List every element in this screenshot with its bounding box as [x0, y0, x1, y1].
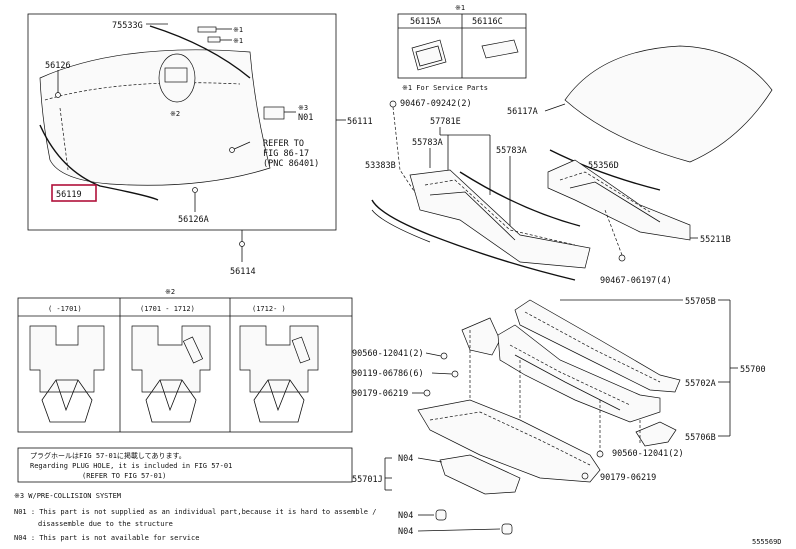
plug-hole-note-jp: プラグホールはFIG 57-01に掲載してあります。 [30, 451, 186, 460]
clip-n04-c[interactable] [501, 523, 513, 535]
highlight-56119 [51, 184, 97, 202]
document-id: 555569D [752, 538, 782, 546]
cowl-panel-55701j[interactable] [417, 399, 601, 483]
extension-n04[interactable] [439, 454, 521, 495]
bracket-variant-1[interactable] [29, 325, 105, 423]
plug-hole-note-en-1: Regarding PLUG HOLE, it is included in F… [30, 462, 232, 470]
callout-55211b[interactable]: 55211B [700, 235, 731, 245]
windshield-glass[interactable] [39, 49, 271, 186]
callout-75533g[interactable]: 75533G [112, 21, 143, 31]
refer-line-1: REFER TO [263, 139, 304, 149]
callout-90560-12041-b[interactable]: 90560-12041(2) [612, 449, 684, 459]
windshield-group-frame [27, 13, 337, 231]
callout-57781e[interactable]: 57781E [430, 117, 461, 127]
callout-56116c[interactable]: 56116C [472, 17, 503, 27]
clip-star1[interactable] [197, 26, 232, 43]
callout-55702a[interactable]: 55702A [685, 379, 716, 389]
screw-90179-06219-b[interactable] [581, 472, 589, 480]
sensor-star3[interactable] [263, 106, 296, 120]
stopper-56126a[interactable] [192, 187, 198, 193]
cowl-panel-55702a[interactable] [497, 324, 661, 423]
service-parts-box [397, 13, 527, 79]
callout-55705b[interactable]: 55705B [685, 297, 716, 307]
side-bracket-left[interactable] [461, 317, 501, 356]
refer-leader [231, 141, 251, 151]
callout-56126[interactable]: 56126 [45, 61, 71, 71]
refer-line-2[interactable]: FIG 86-17 [263, 149, 309, 159]
cowl-panel-55211b[interactable] [547, 159, 691, 241]
seal-55356d[interactable] [549, 149, 661, 191]
callout-90467-09242[interactable]: 90467-09242(2) [400, 99, 472, 109]
bracket-variant-3[interactable] [239, 325, 319, 423]
callout-55706b[interactable]: 55706B [685, 433, 716, 443]
footnote-n04: N04 : This part is not available for ser… [14, 534, 199, 542]
screw-90179-06219-a[interactable] [423, 389, 431, 397]
callout-55783a-1[interactable]: 55783A [412, 138, 443, 148]
refer-line-3: (PNC 86401) [263, 159, 319, 169]
callout-56117a[interactable]: 56117A [507, 107, 538, 117]
callout-55356d[interactable]: 55356D [588, 161, 619, 171]
camera-bracket[interactable] [158, 53, 196, 103]
plug-hole-note-box [17, 447, 353, 483]
callout-55701j[interactable]: 55701J [352, 475, 383, 485]
star-note-1a: ※1 [233, 26, 243, 34]
inset-star: ※2 [165, 288, 175, 296]
callout-n01[interactable]: N01 [298, 113, 313, 123]
inset-col-2: (1701 - 1712) [140, 305, 195, 313]
callout-55783a-2[interactable]: 55783A [496, 146, 527, 156]
callout-56119[interactable]: 56119 [56, 190, 82, 200]
callout-90119-06786[interactable]: 90119-06786(6) [352, 369, 424, 379]
screw-90467-09242[interactable] [389, 100, 397, 108]
screw-90560-12041-b[interactable] [596, 450, 604, 458]
part-56116c[interactable] [481, 39, 519, 59]
callout-90560-12041-a[interactable]: 90560-12041(2) [352, 349, 424, 359]
bracket-55706b[interactable] [635, 421, 677, 447]
screw-90467-06197[interactable] [618, 254, 626, 262]
footnote-n01-line2: disassemble due to the structure [38, 520, 173, 528]
part-56115a[interactable] [411, 39, 447, 71]
callout-n04-b[interactable]: N04 [398, 511, 413, 521]
plug-hole-note-en-2[interactable]: (REFER TO FIG 57-01) [82, 472, 166, 480]
callout-90179-06219-a[interactable]: 90179-06219 [352, 389, 408, 399]
callout-56126a[interactable]: 56126A [178, 215, 209, 225]
footnote-star3: ※3 W/PRE-COLLISION SYSTEM [14, 492, 121, 500]
moulding-75533g[interactable] [149, 25, 251, 79]
callout-56114[interactable]: 56114 [230, 267, 256, 277]
callout-n04-a[interactable]: N04 [398, 454, 413, 464]
service-note: ※1 For Service Parts [402, 84, 488, 92]
cowl-panel-55705b[interactable] [514, 299, 681, 393]
seal-lower[interactable] [371, 199, 576, 281]
callout-56115a[interactable]: 56115A [410, 17, 441, 27]
callout-90467-06197[interactable]: 90467-06197(4) [600, 276, 672, 286]
inset-col-3: (1712- ) [252, 305, 286, 313]
seal-55783a[interactable] [459, 171, 581, 227]
footnote-n01-line1: N01 : This part is not supplied as an in… [14, 508, 376, 516]
callout-56111[interactable]: 56111 [347, 117, 373, 127]
callout-53383b[interactable]: 53383B [365, 161, 396, 171]
stopper-56126[interactable] [55, 92, 61, 98]
callout-90179-06219-b[interactable]: 90179-06219 [600, 473, 656, 483]
grommet-n04-b[interactable] [435, 509, 447, 521]
inset-col-1: ( -1701) [48, 305, 82, 313]
moulding-56119[interactable] [39, 124, 159, 201]
bracket-variant-2[interactable] [131, 325, 211, 423]
clip-90119-06786[interactable] [451, 370, 459, 378]
windshield-56117a[interactable] [564, 45, 773, 163]
inset-frame [17, 297, 353, 433]
service-box-star: ※1 [455, 4, 465, 12]
star-note-1b: ※1 [233, 37, 243, 45]
cowl-louver-53383b[interactable] [409, 169, 591, 269]
stopper-56114[interactable] [239, 241, 245, 247]
star-note-3: ※3 [298, 104, 308, 112]
screw-90560-12041-a[interactable] [440, 352, 448, 360]
callout-55700[interactable]: 55700 [740, 365, 766, 375]
star-note-2: ※2 [170, 110, 180, 118]
callout-n04-c[interactable]: N04 [398, 527, 413, 537]
